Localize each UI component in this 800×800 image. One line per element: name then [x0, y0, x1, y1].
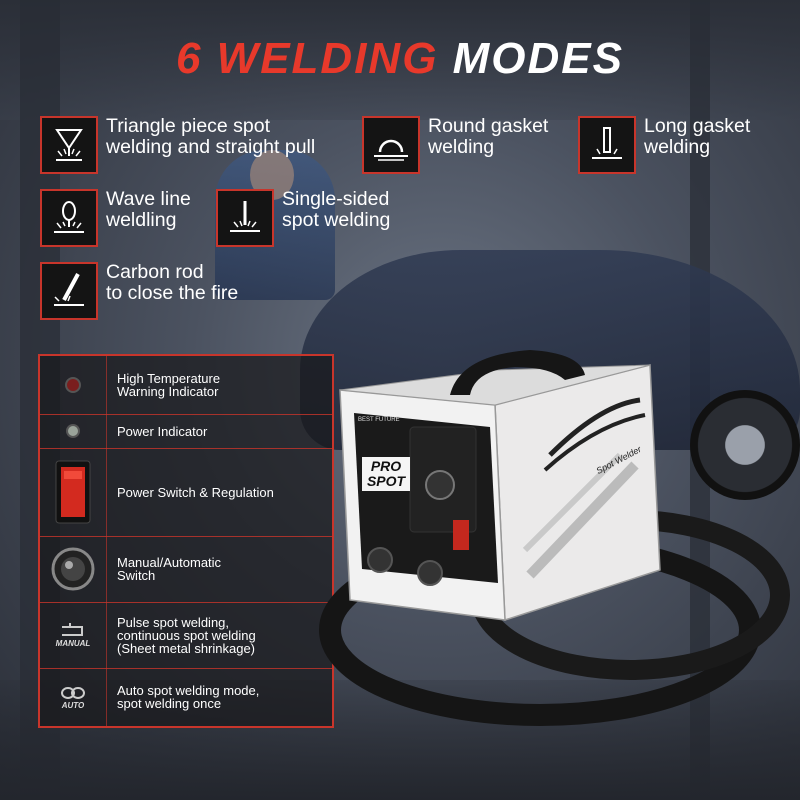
feature-text-line2: continuous spot welding: [117, 627, 256, 643]
feature-row: High Temperature Warning Indicator: [40, 356, 332, 415]
model-line1: PRO: [370, 458, 402, 474]
mode-label-line1: Single-sided: [282, 188, 390, 210]
mode-label-line1: Carbon rod: [106, 261, 204, 283]
car-wheel: [690, 390, 800, 500]
mode-label-line2: welding: [644, 136, 711, 158]
feature-text-line2: Warning Indicator: [117, 384, 219, 399]
mode-triangle-spot: Triangle piece spot welding and straight…: [40, 116, 315, 174]
page-title: 6 WELDING MODES: [0, 34, 800, 84]
mode-label-line2: spot welding: [282, 209, 391, 231]
model-line2: SPOT: [366, 473, 406, 489]
mode-label-line1: Triangle piece spot: [106, 115, 271, 137]
feature-text-line3: (Sheet metal shrinkage): [117, 640, 256, 656]
mode-label-line2: welding and straight pull: [106, 136, 316, 158]
long-gasket-icon: [578, 116, 636, 174]
mode-label-line1: Round gasket: [428, 115, 549, 137]
auto-icon: AUTO: [40, 668, 107, 726]
mode-single-sided: Single-sided spot welding: [216, 189, 390, 247]
mode-label-line1: Wave line: [106, 188, 191, 210]
mode-long-gasket: Long gasket welding: [578, 116, 750, 174]
power-indicator-icon: [40, 414, 107, 448]
mode-label-line1: Long gasket: [644, 115, 751, 137]
single-sided-icon: [216, 189, 274, 247]
knob-icon: [40, 536, 107, 602]
feature-text-line1: Power Indicator: [117, 423, 208, 439]
carbon-rod-icon: [40, 262, 98, 320]
manual-icon: MANUAL: [40, 602, 107, 668]
triangle-spot-icon: [40, 116, 98, 174]
spot-welder-machine: BEST FUTURE PRO SPOT Spot Welder: [319, 345, 790, 726]
title-red: 6 WELDING: [175, 34, 439, 83]
mode-label-line2: to close the fire: [106, 282, 239, 304]
mode-label-line2: weldling: [106, 209, 177, 231]
feature-text-line1: Pulse spot welding,: [117, 614, 230, 630]
feature-text-line1: Auto spot welding mode,: [117, 683, 260, 698]
garage-ceiling: [0, 0, 800, 120]
feature-row: Power Indicator: [40, 414, 332, 449]
auto-badge: AUTO: [61, 700, 85, 710]
wave-line-icon: [40, 189, 98, 247]
title-white: MODES: [452, 34, 625, 83]
mode-round-gasket: Round gasket welding: [362, 116, 548, 174]
brand-label: BEST FUTURE: [358, 417, 400, 423]
feature-row: Power Switch & Regulation: [40, 448, 332, 537]
power-switch-icon: [40, 448, 107, 536]
manual-badge: MANUAL: [55, 638, 91, 648]
mode-carbon-rod: Carbon rod to close the fire: [40, 262, 238, 320]
feature-panel: High Temperature Warning Indicator Power…: [38, 354, 334, 728]
feature-text-line2: spot welding once: [117, 696, 222, 711]
feature-row: AUTO Auto spot welding mode, spot weldin…: [40, 668, 332, 726]
feature-text-line2: Switch: [117, 568, 156, 583]
feature-row: Manual/Automatic Switch: [40, 536, 332, 603]
round-gasket-icon: [362, 116, 420, 174]
feature-text-line1: Manual/Automatic: [117, 555, 222, 570]
mode-wave-line: Wave line weldling: [40, 189, 191, 247]
mode-label-line2: welding: [428, 136, 495, 158]
feature-text-line1: Power Switch & Regulation: [117, 484, 274, 500]
feature-text-line1: High Temperature: [117, 371, 221, 386]
model-label: PRO SPOT: [362, 457, 410, 491]
feature-row: MANUAL Pulse spot welding, continuous sp…: [40, 602, 332, 669]
temperature-indicator-icon: [40, 356, 107, 414]
